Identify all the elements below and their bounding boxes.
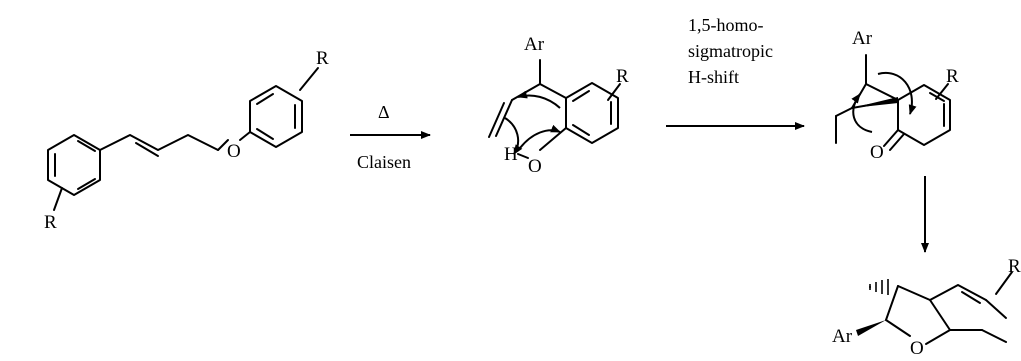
ether-oxygen: O: [227, 141, 241, 162]
substituent-r-right: R: [316, 48, 329, 69]
ring-to-r-bond: [53, 187, 63, 211]
hydroxyl-oxygen: O: [528, 156, 542, 177]
ring-to-r-bond: [935, 83, 949, 100]
substituent-r-left: R: [44, 212, 57, 233]
benzene-ring-right: [249, 85, 303, 148]
fused-benzene-ring: [929, 284, 1007, 343]
ring-to-oxygen-bond: [539, 127, 567, 151]
substituent-r-phenol: R: [616, 66, 629, 87]
carbonyl-group: [883, 129, 905, 151]
ortho-allyl-phenol: Ar R H O: [488, 34, 629, 177]
c3-to-c2-bond: [885, 285, 899, 321]
cinnamyl-aryl-ether: R O R: [44, 48, 329, 233]
substituent-r-product: R: [1008, 256, 1021, 277]
bond-shift-arrow: [877, 71, 917, 115]
h-o-bond: [517, 153, 529, 159]
methyl-hashed-bond: [869, 279, 889, 295]
benzene-ring-left: [47, 134, 101, 196]
cyclohexadienone-ring: [897, 84, 951, 146]
shift-label-line1: 1,5-homo-: [688, 15, 764, 35]
shift-label-line2: sigmatropic: [688, 41, 773, 61]
ethyl-group: [835, 107, 853, 144]
dihydrobenzofuran: Ar O R: [832, 256, 1021, 359]
shift-label-line3: H-shift: [688, 67, 739, 87]
hydroxyl-hydrogen: H: [504, 144, 518, 165]
aryl-label-right: Ar: [852, 28, 873, 49]
carbonyl-oxygen: O: [870, 142, 884, 163]
ring-to-r-bond: [607, 83, 621, 101]
ring-to-r-bond: [299, 67, 319, 91]
substituent-r-dienone: R: [946, 66, 959, 87]
ring-opening-arrow: [851, 93, 873, 133]
oxygen-to-ring-bond: [925, 329, 951, 345]
aryl-label-product: Ar: [832, 326, 853, 347]
spirocyclopropyl-dienone: Ar R O: [835, 28, 959, 163]
furan-oxygen: O: [910, 338, 924, 359]
claisen-label: Claisen: [357, 152, 411, 172]
methine-to-ring-bond: [539, 83, 567, 99]
allyl-ether-chain: [99, 131, 251, 157]
ring-to-r-bond: [995, 271, 1013, 295]
aryl-wedge-bond: [856, 320, 886, 336]
c3-to-c3a-bond: [897, 285, 931, 301]
heat-label: Δ: [378, 102, 390, 122]
h-shift-arrow: 1,5-homo- sigmatropic H-shift: [666, 15, 805, 130]
c2-to-oxygen-bond: [885, 319, 911, 337]
electron-push-arrows: [504, 90, 561, 155]
claisen-arrow: Δ Claisen: [350, 102, 431, 172]
aryl-label-top: Ar: [524, 34, 545, 55]
phenol-ring: [565, 82, 619, 144]
